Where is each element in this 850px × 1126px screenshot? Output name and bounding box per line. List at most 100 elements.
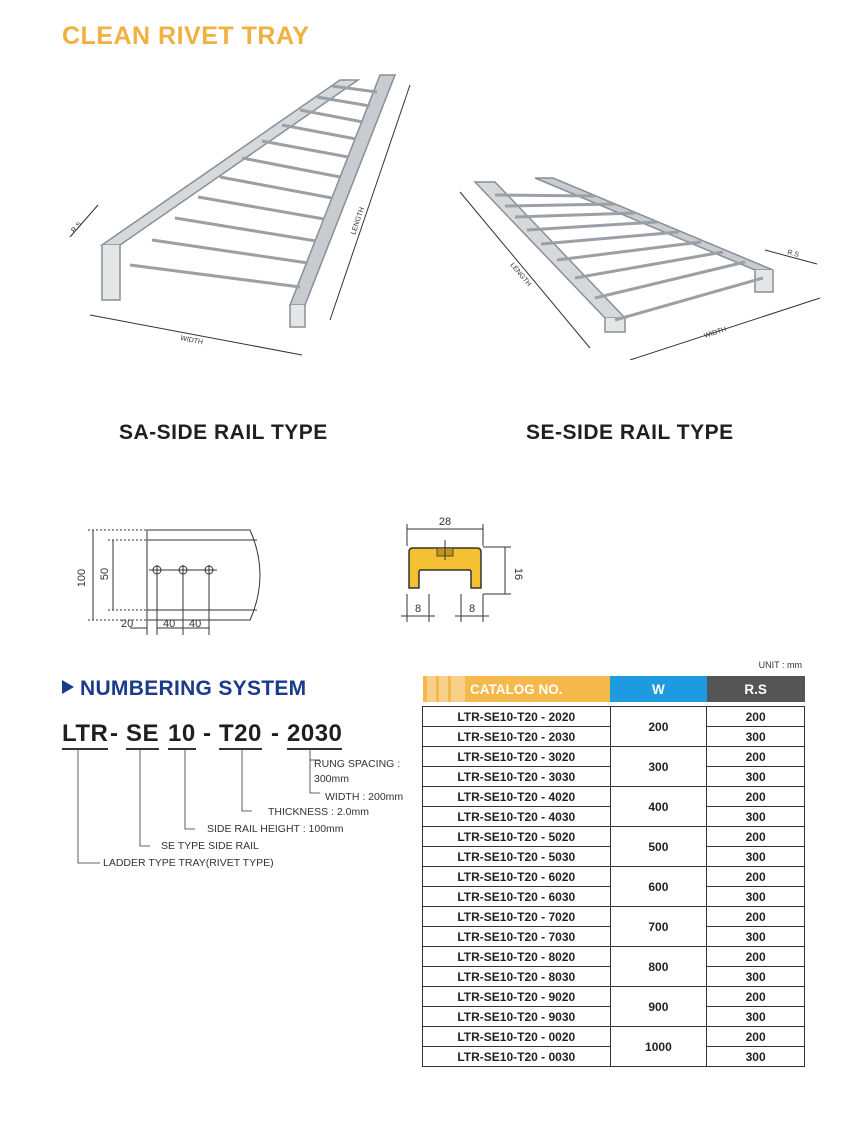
header-catalog-text: CATALOG NO.	[470, 681, 563, 697]
catalog-no-cell: LTR-SE10-T20 - 2030	[422, 726, 611, 747]
header-stripe	[426, 676, 436, 702]
catalog-no-cell: LTR-SE10-T20 - 9020	[422, 986, 611, 1007]
catalog-no-cell: LTR-SE10-T20 - 9030	[422, 1006, 611, 1027]
table-row: LTR-SE10-T20 - 0030 300	[422, 1046, 805, 1067]
code-separator: -	[203, 720, 212, 747]
rs-cell: 300	[706, 1006, 805, 1027]
channel-height-label: 16	[512, 568, 524, 580]
header-stripe	[450, 676, 465, 702]
se-caption: SE-SIDE RAIL TYPE	[526, 421, 734, 444]
code-part-2030: 2030	[287, 720, 343, 750]
table-row: LTR-SE10-T20 - 3030 300	[422, 766, 805, 787]
rs-cell: 200	[706, 706, 805, 727]
code-part-t20: T20	[219, 720, 262, 750]
rs-cell: 200	[706, 986, 805, 1007]
rs-cell: 300	[706, 766, 805, 787]
sa-caption: SA-SIDE RAIL TYPE	[119, 421, 328, 444]
se-width-dim-label: WIDTH	[703, 326, 727, 340]
rs-cell: 200	[706, 1026, 805, 1047]
ladder-type-label: LADDER TYPE TRAY(RIVET TYPE)	[103, 857, 274, 869]
table-row: LTR-SE10-T20 - 8030 300	[422, 966, 805, 987]
catalog-no-cell: LTR-SE10-T20 - 7020	[422, 906, 611, 927]
rs-cell: 300	[706, 886, 805, 907]
rs-cell: 300	[706, 966, 805, 987]
catalog-no-cell: LTR-SE10-T20 - 2020	[422, 706, 611, 727]
sa-ladder-illustration: WIDTH LENGTH R.S	[69, 74, 411, 356]
numbering-system-title-text: NUMBERING SYSTEM	[80, 677, 307, 700]
side-rail-height-label: SIDE RAIL HEIGHT : 100mm	[207, 823, 344, 835]
rung-spacing-value: 300mm	[314, 773, 350, 785]
side-rail-drawing: 100 50 20 40 40	[76, 529, 261, 635]
w-cell: 1000	[609, 1026, 708, 1067]
catalog-no-cell: LTR-SE10-T20 - 5030	[422, 846, 611, 867]
catalog-no-cell: LTR-SE10-T20 - 3020	[422, 746, 611, 767]
lip-right-label: 8	[469, 603, 475, 615]
rung-spacing-label: RUNG SPACING :	[314, 758, 401, 770]
se-type-label: SE TYPE SIDE RAIL	[161, 840, 259, 852]
se-rs-dim-label: R.S	[786, 249, 799, 259]
rs-cell: 200	[706, 946, 805, 967]
pitch-b-label: 40	[189, 618, 201, 630]
catalog-no-cell: LTR-SE10-T20 - 8030	[422, 966, 611, 987]
catalog-no-cell: LTR-SE10-T20 - 5020	[422, 826, 611, 847]
table-row: LTR-SE10-T20 - 9030 300	[422, 1006, 805, 1027]
lip-left-label: 8	[415, 603, 421, 615]
rs-cell: 200	[706, 866, 805, 887]
catalog-no-cell: LTR-SE10-T20 - 4020	[422, 786, 611, 807]
header-catalog: CATALOG NO.	[422, 676, 611, 702]
rs-cell: 300	[706, 926, 805, 947]
rs-cell: 300	[706, 846, 805, 867]
w-cell: 400	[609, 786, 708, 827]
unit-note: UNIT : mm	[758, 660, 802, 670]
catalog-no-cell: LTR-SE10-T20 - 0020	[422, 1026, 611, 1047]
w-cell: 700	[609, 906, 708, 947]
triangle-bullet-icon	[62, 680, 74, 694]
numbering-system-title: NUMBERING SYSTEM	[62, 677, 306, 701]
catalog-no-cell: LTR-SE10-T20 - 0030	[422, 1046, 611, 1067]
w-cell: 200	[609, 706, 708, 747]
offset-label: 20	[121, 618, 133, 630]
w-cell: 300	[609, 746, 708, 787]
rs-cell: 200	[706, 906, 805, 927]
rs-cell: 200	[706, 786, 805, 807]
code-separator: -	[110, 720, 119, 747]
height-outer-label: 100	[76, 569, 88, 587]
w-cell: 900	[609, 986, 708, 1027]
header-rs: R.S	[706, 676, 805, 702]
channel-width-label: 28	[439, 516, 451, 528]
code-part-se: SE	[126, 720, 160, 750]
rs-dim-label: R.S	[70, 221, 83, 235]
code-separator: -	[271, 720, 280, 747]
pitch-a-label: 40	[163, 618, 175, 630]
rs-cell: 200	[706, 746, 805, 767]
catalog-no-cell: LTR-SE10-T20 - 3030	[422, 766, 611, 787]
w-cell: 500	[609, 826, 708, 867]
page-title: CLEAN RIVET TRAY	[62, 22, 310, 50]
numbering-leader-lines	[77, 750, 320, 864]
header-w: W	[610, 676, 707, 702]
rs-cell: 300	[706, 726, 805, 747]
header-stripe	[438, 676, 448, 702]
thickness-label: THICKNESS : 2.0mm	[268, 806, 369, 818]
catalog-no-cell: LTR-SE10-T20 - 6020	[422, 866, 611, 887]
code-part-10: 10	[168, 720, 196, 750]
catalog-no-cell: LTR-SE10-T20 - 8020	[422, 946, 611, 967]
se-ladder-illustration: LENGTH WIDTH R.S	[459, 177, 821, 360]
rs-cell: 300	[706, 1046, 805, 1067]
catalog-no-cell: LTR-SE10-T20 - 7030	[422, 926, 611, 947]
height-inner-label: 50	[99, 568, 111, 580]
catalog-no-cell: LTR-SE10-T20 - 4030	[422, 806, 611, 827]
w-cell: 800	[609, 946, 708, 987]
